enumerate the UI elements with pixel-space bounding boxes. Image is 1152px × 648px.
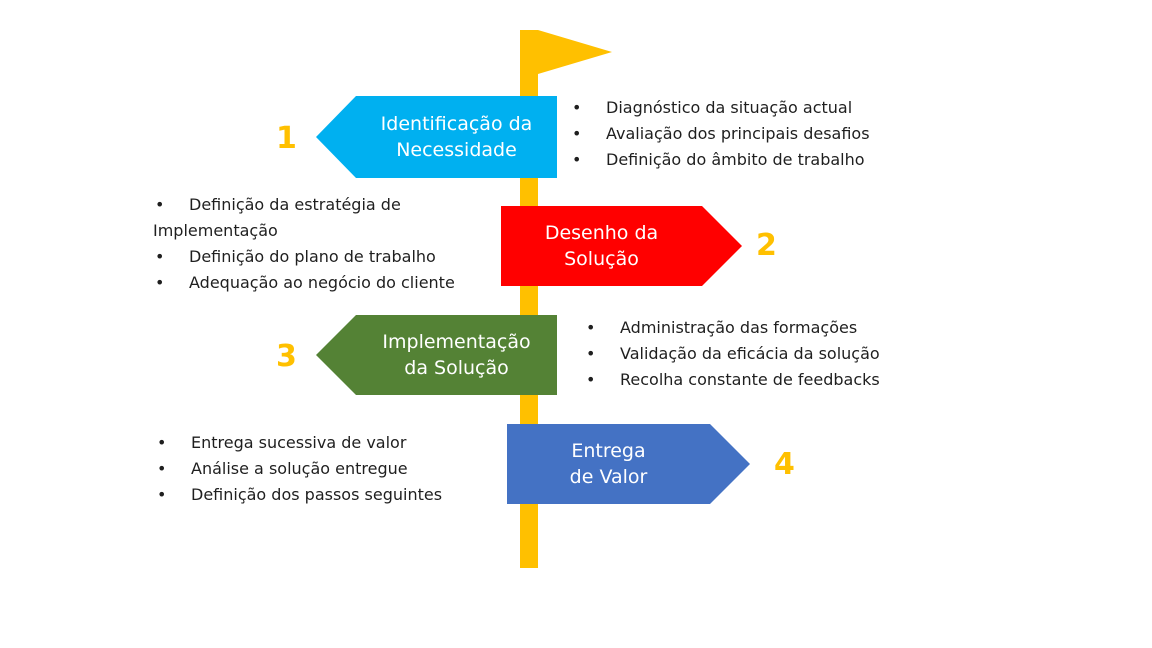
sign-2-arrow [501, 206, 742, 286]
sign-2-title-line-1: Desenho da [544, 222, 659, 244]
step-2-bullet-continuation: Implementação [153, 221, 278, 240]
sign-1-arrow [316, 96, 557, 178]
sign-1-title-line-1: Identificação da [380, 113, 533, 135]
step-3-bullets: Administração das formações Validação da… [584, 315, 880, 393]
step-3-bullet: Validação da eficácia da solução [584, 341, 880, 367]
sign-4-arrow [507, 424, 750, 504]
step-2-bullet: Adequação ao negócio do cliente [153, 270, 455, 296]
step-4-bullet: Análise a solução entregue [155, 456, 442, 482]
sign-3-title-line-1: Implementação [382, 331, 531, 353]
sign-2-title-line-2: Solução [564, 248, 639, 270]
step-4-bullets: Entrega sucessiva de valor Análise a sol… [155, 430, 442, 508]
sign-4-title-line-2: de Valor [569, 466, 648, 488]
sign-4-title-line-1: Entrega [571, 440, 646, 462]
step-number-4: 4 [774, 447, 795, 482]
sign-3-label: Implementação da Solução [356, 315, 557, 395]
sign-1-label: Identificação da Necessidade [356, 96, 557, 178]
sign-3-arrow [316, 315, 557, 395]
step-4-bullet: Entrega sucessiva de valor [155, 430, 442, 456]
step-1-bullet: Definição do âmbito de trabalho [570, 147, 870, 173]
step-number-3: 3 [276, 339, 297, 374]
step-2-bullets: Definição da estratégia de Implementação… [153, 192, 455, 296]
step-2-bullet: Definição da estratégia de [153, 192, 455, 218]
sign-2-label: Desenho da Solução [501, 206, 702, 286]
sign-1-title-line-2: Necessidade [396, 139, 517, 161]
step-number-2: 2 [756, 228, 777, 263]
step-3-bullet: Administração das formações [584, 315, 880, 341]
step-2-bullet: Definição do plano de trabalho [153, 244, 455, 270]
step-number-1: 1 [276, 121, 297, 156]
step-1-bullet: Avaliação dos principais desafios [570, 121, 870, 147]
step-4-bullet: Definição dos passos seguintes [155, 482, 442, 508]
step-1-bullet: Diagnóstico da situação actual [570, 95, 870, 121]
step-3-bullet: Recolha constante de feedbacks [584, 367, 880, 393]
signpost-flag [538, 30, 612, 74]
sign-4-label: Entrega de Valor [507, 424, 710, 504]
sign-3-title-line-2: da Solução [404, 357, 509, 379]
step-1-bullets: Diagnóstico da situação actual Avaliação… [570, 95, 870, 173]
